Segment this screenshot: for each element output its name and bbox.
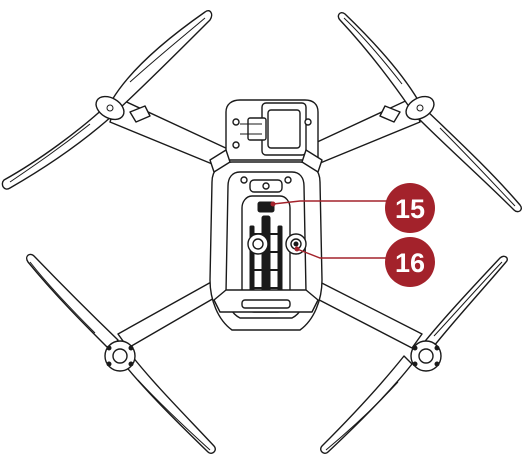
propeller-front-left <box>1 10 213 190</box>
arm-front-left <box>109 97 231 169</box>
propeller-rear-left <box>25 253 217 455</box>
propeller-rear-right <box>319 255 509 455</box>
callout-badge-16 <box>385 237 435 287</box>
callout-15: 15 <box>385 183 435 233</box>
callout-16: 16 <box>385 237 435 287</box>
propeller-front-right <box>337 11 523 213</box>
leader-anchor-15 <box>270 201 276 207</box>
callout-leaders <box>270 200 388 259</box>
leader-anchor-16 <box>294 246 300 252</box>
gimbal-camera <box>225 99 319 161</box>
callout-badge-15 <box>385 183 435 233</box>
callout-label-16: 16 <box>395 248 425 278</box>
bottom-sensors <box>247 233 307 255</box>
rear-housing <box>213 289 319 313</box>
leader-line-15 <box>272 200 388 205</box>
leader-line-16 <box>296 248 388 259</box>
callout-label-15: 15 <box>395 194 425 224</box>
